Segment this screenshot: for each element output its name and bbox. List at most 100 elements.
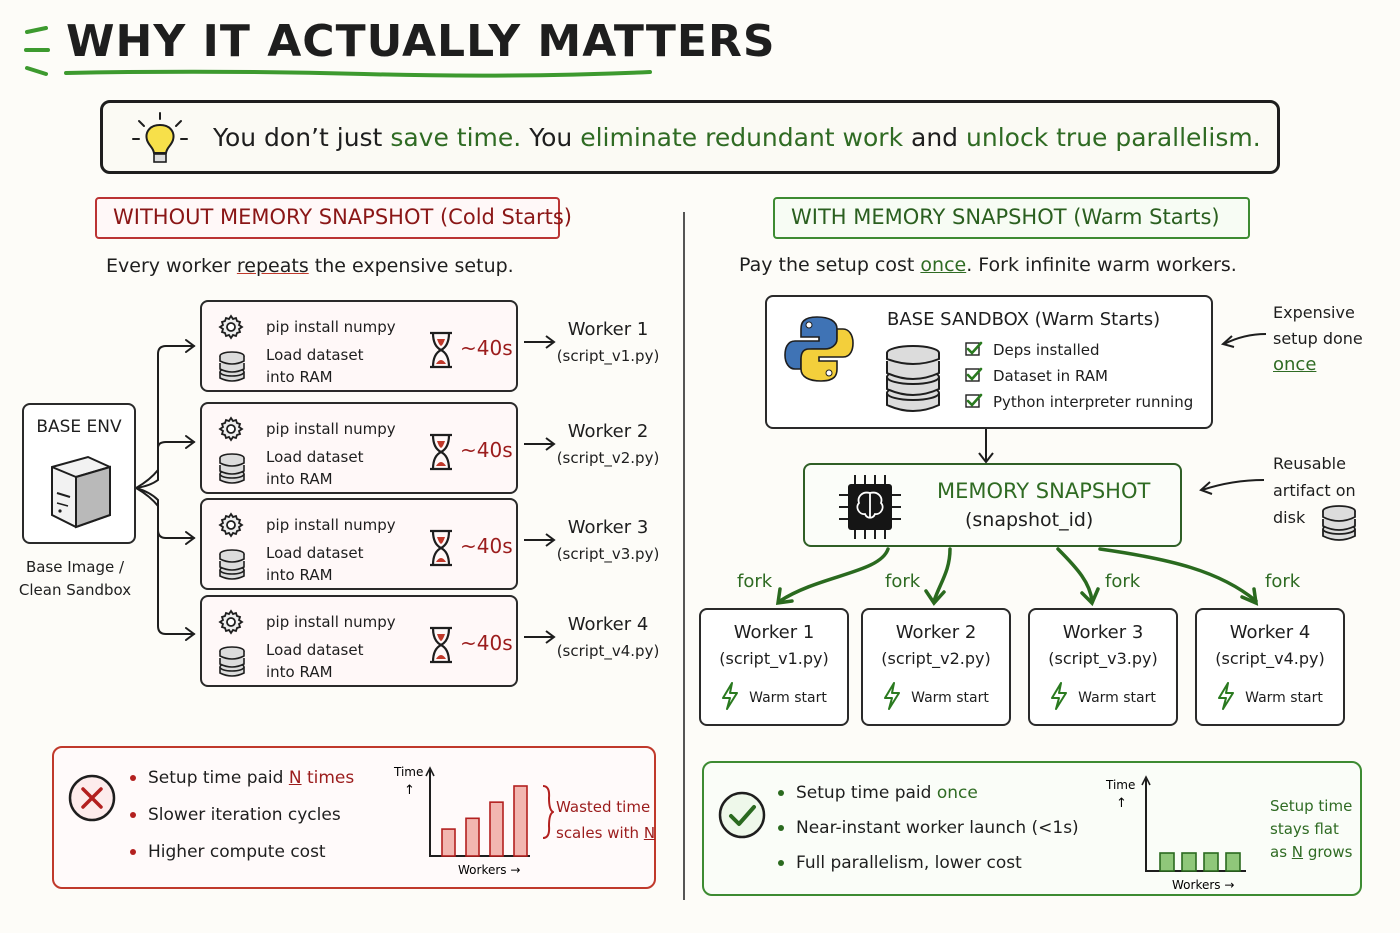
setup-time: ~40s [460, 336, 513, 360]
database-icon [219, 453, 245, 484]
warm-start-label: Warm start [1078, 690, 1156, 706]
banner-t4: eliminate redundant work [580, 123, 904, 152]
warm-start-status: Warm start [1030, 682, 1176, 710]
chart-bar [1159, 852, 1175, 872]
lightning-icon [1218, 682, 1235, 710]
hourglass-icon [430, 626, 452, 664]
load-step-2: into RAM [266, 566, 333, 584]
load-step-1: Load dataset [266, 448, 364, 466]
fork-label: fork [737, 571, 773, 592]
cold-worker-script: (script_v4.py) [556, 642, 660, 660]
warm-bullet-3: Full parallelism, lower cost [778, 853, 1022, 873]
check-item: Dataset in RAM [965, 367, 1108, 385]
cold-worker-script: (script_v3.py) [556, 545, 660, 563]
cold-chart-note-2-pre: scales with [556, 824, 640, 842]
load-step-2: into RAM [266, 368, 333, 386]
cold-summary-box: Setup time paid N times Slower iteration… [52, 746, 656, 889]
expensive-note-2: setup done [1273, 329, 1363, 348]
cold-worker-name: Worker 3 [567, 517, 649, 538]
load-step-1: Load dataset [266, 346, 364, 364]
warm-worker-card: Worker 3 (script_v3.py) Warm start [1028, 608, 1178, 726]
gear-icon [218, 314, 244, 340]
warm-starts-heading: WITH MEMORY SNAPSHOT (Warm Starts) [773, 197, 1250, 239]
warm-start-status: Warm start [701, 682, 847, 710]
worker-arrow [524, 630, 556, 644]
chart-x-label: Workers → [458, 863, 520, 877]
lightbulb-icon [132, 112, 188, 163]
worker-arrow [524, 437, 556, 451]
cold-time-chart: Time↑Workers → [393, 765, 530, 877]
warm-subtitle: Pay the setup cost once. Fork infinite w… [739, 254, 1237, 276]
base-env-box: BASE ENV [22, 403, 136, 544]
lightning-icon [1051, 682, 1068, 710]
cold-worker-name: Worker 1 [567, 319, 649, 340]
warm-bullet-2: Near-instant worker launch (<1s) [778, 818, 1079, 838]
warm-bullet-3-text: Full parallelism, lower cost [796, 853, 1022, 873]
cold-bullet-1-n: N [288, 768, 302, 788]
banner-t3: You [529, 123, 573, 152]
cold-worker-label: Worker 2 (script_v2.py) [550, 418, 666, 472]
banner-text: You don’t just save time. You eliminate … [213, 123, 1261, 152]
warm-subtitle-em: once [920, 254, 967, 276]
brain-chip-icon [839, 475, 901, 539]
chart-bar [513, 785, 528, 857]
banner-t2: save time. [390, 123, 522, 152]
cold-branch-arrows [136, 339, 196, 641]
base-sandbox-box: BASE SANDBOX (Warm Starts) Deps installe… [765, 295, 1213, 429]
warm-chart-note-3-n: N [1291, 843, 1304, 861]
chart-bar [465, 817, 480, 857]
disk-icon [1322, 505, 1356, 541]
warm-bullet-1-em: once [936, 783, 978, 803]
warm-worker-card: Worker 2 (script_v2.py) Warm start [861, 608, 1011, 726]
warm-bullet-1: Setup time paid once [778, 783, 978, 803]
warm-chart-note-3-post: grows [1307, 843, 1353, 861]
warm-worker-name: Worker 4 [1229, 622, 1311, 643]
reusable-note-2: artifact on [1273, 481, 1356, 500]
memory-snapshot-id: (snapshot_id) [965, 509, 1094, 531]
warm-summary-box: Setup time paid once Near-instant worker… [702, 761, 1362, 896]
warm-subtitle-post: . Fork infinite warm workers. [966, 254, 1237, 276]
cold-worker-name: Worker 2 [567, 421, 649, 442]
check-item: Python interpreter running [965, 393, 1193, 411]
cold-step-box: pip install numpy Load dataset into RAM … [200, 402, 518, 494]
snapshot-down-arrow [978, 429, 994, 464]
warm-worker-script: (script_v3.py) [1048, 649, 1158, 668]
cold-bullet-1-pre: Setup time paid [148, 768, 284, 788]
cold-worker-script: (script_v1.py) [556, 347, 660, 365]
chart-y-up-arrow: ↑ [1116, 796, 1127, 811]
cold-bullet-3-text: Higher compute cost [148, 842, 326, 862]
reusable-note-arrow [1199, 479, 1265, 495]
warm-bullet-1-pre: Setup time paid [796, 783, 932, 803]
cold-subtitle-em: repeats [236, 255, 309, 277]
x-circle-icon [68, 774, 116, 822]
hourglass-icon [430, 433, 452, 471]
cold-subtitle-post: the expensive setup. [314, 255, 514, 277]
chart-bar [1225, 852, 1241, 872]
warm-worker-card: Worker 4 (script_v4.py) Warm start [1195, 608, 1345, 726]
cold-chart-note-1: Wasted time [556, 798, 651, 816]
chart-y-arrow [425, 766, 435, 777]
warm-chart-note-3-pre: as [1270, 843, 1288, 861]
warm-subtitle-pre: Pay the setup cost [739, 254, 915, 276]
warm-start-label: Warm start [1245, 690, 1323, 706]
base-sandbox-title: BASE SANDBOX (Warm Starts) [887, 309, 1161, 330]
setup-time: ~40s [460, 534, 513, 558]
column-divider [683, 212, 685, 900]
warm-worker-script: (script_v2.py) [881, 649, 991, 668]
cold-bullet-1: Setup time paid N times [130, 768, 354, 788]
warm-start-label: Warm start [911, 690, 989, 706]
banner-t5: and [911, 123, 959, 152]
install-step: pip install numpy [266, 318, 396, 336]
expensive-note: Expensive setup done once [1273, 300, 1363, 378]
banner-t6: unlock true parallelism. [966, 123, 1261, 152]
expensive-note-arrow [1220, 333, 1267, 348]
warm-chart-note-2: stays flat [1270, 820, 1339, 838]
warm-worker-name: Worker 3 [1062, 622, 1144, 643]
cold-chart-note-2-n: N [643, 824, 656, 842]
lightning-icon [722, 682, 739, 710]
database-icon [219, 351, 245, 382]
cold-bullet-2-text: Slower iteration cycles [148, 805, 341, 825]
chart-y-label: Time [1105, 778, 1135, 792]
install-step: pip install numpy [266, 516, 396, 534]
checkmark-icon [965, 367, 983, 382]
